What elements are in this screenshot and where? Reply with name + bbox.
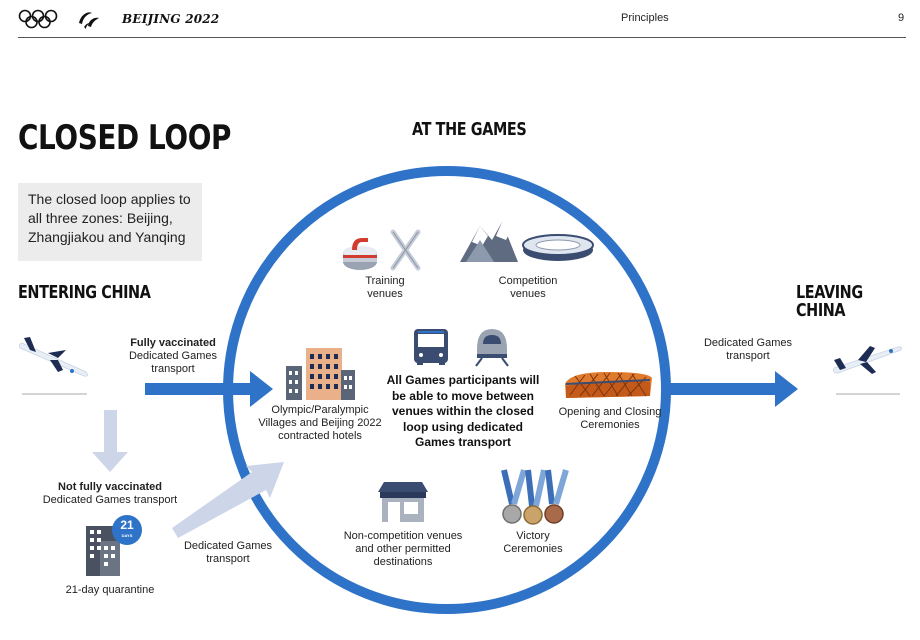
quarantine-transport-label: Dedicated Games transport bbox=[183, 540, 273, 565]
header-divider bbox=[18, 37, 906, 38]
quarantine-exit-arrow bbox=[172, 462, 284, 538]
skis-icon bbox=[390, 229, 421, 271]
not-vaccinated-label: Not fully vaccinated Dedicated Games tra… bbox=[30, 481, 190, 507]
center-statement: All Games participants will be able to m… bbox=[386, 373, 540, 449]
competition-venues-label: Competition venues bbox=[498, 275, 558, 300]
quarantine-label: 21-day quarantine bbox=[65, 584, 155, 596]
quarantine-building-icon bbox=[86, 526, 120, 576]
paralympic-agitos-icon bbox=[76, 8, 104, 30]
villages-hotels-label: Olympic/Paralympic Villages and Beijing … bbox=[258, 404, 382, 442]
medals-icon bbox=[501, 469, 569, 525]
mountains-icon bbox=[460, 222, 518, 262]
quarantine-days-number: 21 bbox=[120, 518, 134, 532]
leaving-transport-label: Dedicated Games transport bbox=[703, 337, 793, 362]
section-leaving-china: LEAVING CHINA bbox=[796, 282, 863, 321]
vaccinated-entry-arrow bbox=[145, 371, 273, 407]
olympic-rings-icon bbox=[18, 9, 58, 29]
curling-stone-icon bbox=[343, 238, 377, 270]
header-section: Principles bbox=[621, 12, 669, 24]
quarantine-days-unit: DAYS bbox=[121, 533, 133, 538]
fully-vaccinated-label: Fully vaccinated Dedicated Games transpo… bbox=[120, 337, 226, 376]
page-title: CLOSED LOOP bbox=[18, 118, 232, 158]
beijing-2022-logo: BEIJING 2022 bbox=[122, 12, 220, 26]
departing-plane-icon bbox=[833, 346, 902, 374]
not-vaccinated-arrow bbox=[92, 410, 128, 472]
page-number: 9 bbox=[898, 12, 905, 24]
not-vaccinated-title: Not fully vaccinated bbox=[58, 481, 162, 493]
bus-icon bbox=[414, 329, 448, 365]
training-venues-label: Training venues bbox=[365, 275, 405, 300]
fully-vaccinated-transport: Dedicated Games transport bbox=[128, 350, 218, 375]
hotel-buildings-icon bbox=[286, 348, 355, 400]
ceremony-stadium-icon bbox=[565, 372, 652, 398]
closed-loop-note: The closed loop applies to all three zon… bbox=[18, 183, 202, 261]
quarantine-days-badge bbox=[112, 515, 142, 545]
competition-stadium-icon bbox=[522, 234, 594, 261]
ceremonies-label: Opening and Closing Ceremonies bbox=[558, 406, 662, 431]
leaving-arrow bbox=[668, 371, 798, 407]
arriving-plane-icon bbox=[18, 337, 88, 377]
not-vaccinated-transport: Dedicated Games transport bbox=[42, 494, 178, 506]
fully-vaccinated-title: Fully vaccinated bbox=[130, 337, 216, 349]
shop-building-icon bbox=[378, 482, 428, 522]
train-icon bbox=[475, 329, 509, 367]
section-entering-china: ENTERING CHINA bbox=[18, 282, 151, 303]
non-competition-label: Non-competition venues and other permitt… bbox=[343, 530, 463, 568]
section-at-the-games: AT THE GAMES bbox=[412, 119, 527, 140]
victory-ceremonies-label: Victory Ceremonies bbox=[503, 530, 563, 555]
